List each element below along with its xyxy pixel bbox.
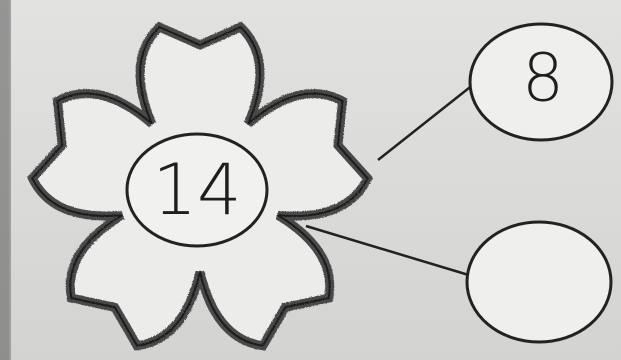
connector-line-top	[378, 84, 474, 160]
page-edge-shadow	[0, 0, 9, 360]
flower-center-number: 14	[152, 149, 241, 231]
part-bubble-top-number: 8	[522, 40, 564, 117]
part-bubble-bottom[interactable]	[467, 222, 611, 342]
